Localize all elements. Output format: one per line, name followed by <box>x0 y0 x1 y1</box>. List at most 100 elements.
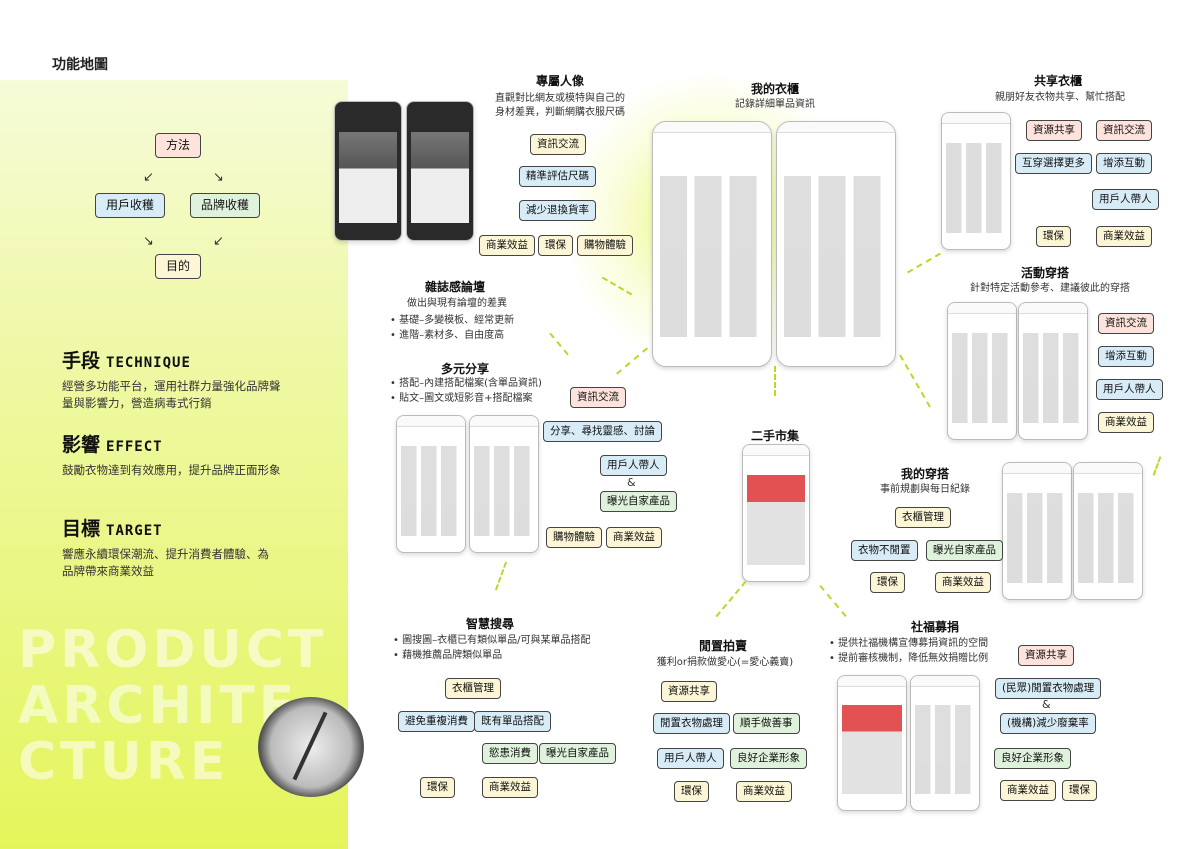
magazine-bullets: 基礎–多變模板、經常更新進階–素材多、自由度高 <box>390 313 514 343</box>
idle-title: 閒置拍賣 <box>698 639 747 653</box>
box: (民眾)閒置衣物處理 <box>995 678 1102 699</box>
box: 互穿選擇更多 <box>1015 153 1092 174</box>
closet-phone-2 <box>776 121 896 367</box>
box: 資訊交流 <box>1096 120 1152 141</box>
avatar-phone-1 <box>334 101 402 241</box>
connector <box>715 580 747 618</box>
box: 順手做善事 <box>733 713 800 734</box>
box: 衣櫃管理 <box>895 507 951 528</box>
box: 環保 <box>870 572 905 593</box>
box: 增添互動 <box>1096 153 1152 174</box>
page-title: 功能地圖 <box>52 57 108 73</box>
share-bullets: 搭配–內建搭配檔案(含單品資訊)貼文–圖文或短影音+搭配檔案 <box>390 376 542 406</box>
box: 慾患消費 <box>482 743 538 764</box>
search-bullets: 圖搜圖–衣櫃已有類似單品/可與某單品搭配藉機推薦品牌類似單品 <box>393 633 590 663</box>
compass-image <box>258 697 364 797</box>
shared-sub: 親朋好友衣物共享、幫忙搭配 <box>995 92 1125 103</box>
outfit-sub: 事前規劃與每日紀錄 <box>880 484 970 495</box>
box: 用戶人帶人 <box>1096 379 1163 400</box>
idle-sub: 獲利or捐款做愛心(=愛心義賣) <box>656 657 794 668</box>
box: 用戶人帶人 <box>600 455 667 476</box>
brand-gain-box: 品牌收穫 <box>190 193 261 218</box>
magazine-title: 雜誌感論壇 <box>424 280 485 294</box>
box: 良好企業形象 <box>730 748 807 769</box>
outfit-title: 我的穿搭 <box>900 467 949 481</box>
arrow-icon: ↙ <box>143 170 154 185</box>
arrow-icon: ↙ <box>213 234 224 249</box>
connector <box>774 366 776 396</box>
event-sub: 針對特定活動參考、建議彼此的穿搭 <box>970 283 1130 294</box>
connector <box>907 252 941 274</box>
box: 商業效益 <box>1098 412 1154 433</box>
outfit-phone-1 <box>1002 462 1072 600</box>
box: 閒置衣物處理 <box>653 713 730 734</box>
box: 商業效益 <box>736 781 792 802</box>
box: 資訊交流 <box>530 134 586 155</box>
box: 曝光自家產品 <box>600 491 677 512</box>
charity-title: 社福募捐 <box>910 620 959 634</box>
charity-phone-2 <box>910 675 980 811</box>
closet-sub: 記錄詳細單品資訊 <box>735 99 815 110</box>
charity-bullets: 提供社福機構宣傳募捐資訊的空間提前審核機制，降低無效捐贈比例 <box>829 636 988 666</box>
connector <box>899 354 931 408</box>
box: 既有單品搭配 <box>474 711 551 732</box>
box: 良好企業形象 <box>994 748 1071 769</box>
box: 環保 <box>420 777 455 798</box>
box: 增添互動 <box>1098 346 1154 367</box>
box: 資源共享 <box>1026 120 1082 141</box>
target-desc: 響應永續環保潮流、提升消費者體驗、為品牌帶來商業效益 <box>62 547 269 578</box>
connector <box>494 561 508 591</box>
connector <box>819 585 847 617</box>
second-phone <box>742 444 810 582</box>
box: 商業效益 <box>935 572 991 593</box>
purpose-box: 目的 <box>155 254 202 279</box>
box: 避免重複消費 <box>398 711 475 732</box>
box: 資訊交流 <box>1098 313 1154 334</box>
box: 曝光自家產品 <box>926 540 1003 561</box>
box: 用戶人帶人 <box>1092 189 1159 210</box>
shared-phone <box>941 112 1011 250</box>
technique-desc: 經營多功能平台，運用社群力量強化品牌聲量與影響力，營造病毒式行銷 <box>62 379 281 410</box>
ampersand: & <box>1042 698 1051 711</box>
box: 資訊交流 <box>570 387 626 408</box>
shared-title: 共享衣櫃 <box>1033 74 1082 88</box>
event-title: 活動穿搭 <box>1020 266 1069 280</box>
box: (機構)減少廢棄率 <box>1000 713 1096 734</box>
closet-phone-1 <box>652 121 772 367</box>
box: 精準評估尺碼 <box>519 166 596 187</box>
box: 用戶人帶人 <box>657 748 724 769</box>
box: 商業效益 <box>1000 780 1056 801</box>
box: 分享、尋找靈感、討論 <box>543 421 662 442</box>
box: 衣櫃管理 <box>445 678 501 699</box>
box: 購物體驗 <box>546 527 602 548</box>
box: 商業效益 <box>479 235 535 256</box>
user-gain-box: 用戶收穫 <box>95 193 166 218</box>
event-phone-2 <box>1018 302 1088 440</box>
box: 商業效益 <box>482 777 538 798</box>
box: 資源共享 <box>1018 645 1074 666</box>
box: 環保 <box>674 781 709 802</box>
second-title: 二手市集 <box>750 429 799 443</box>
method-box: 方法 <box>155 133 202 158</box>
box: 環保 <box>538 235 573 256</box>
box: 衣物不閒置 <box>851 540 918 561</box>
ampersand: & <box>627 476 636 489</box>
avatar-title: 專屬人像 <box>535 74 584 88</box>
box: 商業效益 <box>606 527 662 548</box>
effect-desc: 鼓勵衣物達到有效應用，提升品牌正面形象 <box>62 463 281 477</box>
event-phone-1 <box>947 302 1017 440</box>
connector <box>1152 456 1162 476</box>
box: 環保 <box>1036 226 1071 247</box>
share-phone-2 <box>469 415 539 553</box>
closet-title: 我的衣櫃 <box>750 82 799 96</box>
avatar-phone-2 <box>406 101 474 241</box>
connector <box>549 332 569 356</box>
avatar-sub2: 身材差異，判斷網購衣服尺碼 <box>495 107 625 118</box>
share-title: 多元分享 <box>440 362 489 376</box>
outfit-phone-2 <box>1073 462 1143 600</box>
box: 商業效益 <box>1096 226 1152 247</box>
